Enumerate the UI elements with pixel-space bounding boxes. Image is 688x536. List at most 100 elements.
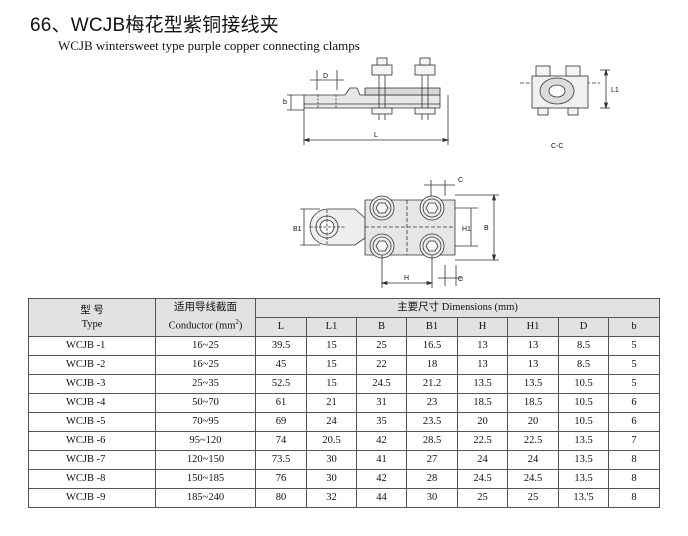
- side-view: [287, 57, 450, 145]
- cell-conductor: 25~35: [155, 374, 256, 394]
- cell-dimension: 18.5: [507, 393, 559, 413]
- cell-dimension: 23.5: [406, 412, 458, 432]
- cell-dimension: 13.5: [457, 374, 508, 394]
- label-D: D: [323, 73, 328, 80]
- cell-dimension: 8: [608, 469, 660, 489]
- cell-dimension: 22.5: [507, 431, 559, 451]
- label-B: B: [484, 225, 489, 232]
- header-dim-b: B: [356, 317, 407, 337]
- page-title: 66、WCJB梅花型紫铜接线夹: [30, 15, 279, 36]
- page-subtitle: WCJB wintersweet type purple copper conn…: [58, 38, 360, 53]
- cell-dimension: 76: [255, 469, 307, 489]
- cell-dimension: 8.5: [558, 355, 609, 375]
- cell-model: WCJB -2: [28, 355, 156, 375]
- label-H: H: [404, 275, 409, 282]
- cell-dimension: 6: [608, 412, 660, 432]
- cell-dimension: 15: [306, 355, 357, 375]
- cell-dimension: 13.'5: [558, 488, 609, 508]
- label-L: L: [374, 132, 378, 139]
- cell-dimension: 25: [507, 488, 559, 508]
- cell-dimension: 52.5: [255, 374, 307, 394]
- cell-dimension: 27: [406, 450, 458, 470]
- cell-dimension: 20: [457, 412, 508, 432]
- header-dim-b1: B1: [406, 317, 458, 337]
- label-C-bottom: C: [458, 276, 463, 283]
- cell-dimension: 7: [608, 431, 660, 451]
- cell-conductor: 16~25: [155, 355, 256, 375]
- header-dim-l1: L1: [306, 317, 357, 337]
- cell-dimension: 8.5: [558, 336, 609, 356]
- cell-model: WCJB -8: [28, 469, 156, 489]
- cell-dimension: 10.5: [558, 412, 609, 432]
- cell-dimension: 18: [406, 355, 458, 375]
- cell-dimension: 20: [507, 412, 559, 432]
- cell-dimension: 13.5: [507, 374, 559, 394]
- cell-dimension: 24: [306, 412, 357, 432]
- section-view: [520, 65, 610, 116]
- cell-dimension: 13.5: [558, 450, 609, 470]
- cell-dimension: 30: [306, 469, 357, 489]
- cell-dimension: 31: [356, 393, 407, 413]
- cell-conductor: 70~95: [155, 412, 256, 432]
- cell-dimension: 73.5: [255, 450, 307, 470]
- cell-dimension: 30: [306, 450, 357, 470]
- cell-dimension: 13: [507, 336, 559, 356]
- label-C-top: C: [458, 177, 463, 184]
- cell-dimension: 24.5: [356, 374, 407, 394]
- header-dim-l: L: [255, 317, 307, 337]
- cell-dimension: 39.5: [255, 336, 307, 356]
- cell-conductor: 185~240: [155, 488, 256, 508]
- cell-dimension: 20.5: [306, 431, 357, 451]
- cell-dimension: 42: [356, 431, 407, 451]
- cell-conductor: 50~70: [155, 393, 256, 413]
- cell-dimension: 13: [457, 355, 508, 375]
- cell-dimension: 13.5: [558, 469, 609, 489]
- label-c-c: C-C: [551, 143, 563, 150]
- cell-dimension: 61: [255, 393, 307, 413]
- cell-dimension: 8: [608, 488, 660, 508]
- cell-dimension: 23: [406, 393, 458, 413]
- cell-dimension: 5: [608, 336, 660, 356]
- cell-dimension: 22: [356, 355, 407, 375]
- cell-dimension: 16.5: [406, 336, 458, 356]
- header-dim-d: D: [558, 317, 609, 337]
- cell-model: WCJB -5: [28, 412, 156, 432]
- cell-dimension: 10.5: [558, 393, 609, 413]
- label-L1: L1: [611, 87, 619, 94]
- header-dim-h: H: [457, 317, 508, 337]
- cell-model: WCJB -9: [28, 488, 156, 508]
- cell-dimension: 41: [356, 450, 407, 470]
- cell-dimension: 25: [356, 336, 407, 356]
- header-dim-b: b: [608, 317, 660, 337]
- cell-dimension: 24.5: [507, 469, 559, 489]
- cell-dimension: 69: [255, 412, 307, 432]
- cell-dimension: 32: [306, 488, 357, 508]
- cell-dimension: 24.5: [457, 469, 508, 489]
- cell-dimension: 15: [306, 336, 357, 356]
- cell-model: WCJB -7: [28, 450, 156, 470]
- label-b: b: [283, 99, 287, 106]
- cell-dimension: 21.2: [406, 374, 458, 394]
- cell-model: WCJB -4: [28, 393, 156, 413]
- cell-conductor: 150~185: [155, 469, 256, 489]
- cell-dimension: 30: [406, 488, 458, 508]
- cell-model: WCJB -3: [28, 374, 156, 394]
- spec-table: 型 号 Type 适用导线截面 Conductor (mm2) 主要尺寸 Dim…: [28, 298, 660, 508]
- technical-drawing: D b L L1 C-C: [283, 57, 619, 288]
- cell-dimension: 24: [507, 450, 559, 470]
- header-conductor: 适用导线截面 Conductor (mm2): [155, 298, 256, 337]
- cell-model: WCJB -1: [28, 336, 156, 356]
- header-type: 型 号 Type: [28, 298, 156, 337]
- cell-dimension: 5: [608, 374, 660, 394]
- cell-dimension: 35: [356, 412, 407, 432]
- cell-dimension: 42: [356, 469, 407, 489]
- label-B1: B1: [293, 226, 302, 233]
- header-dim-h1: H1: [507, 317, 559, 337]
- cell-dimension: 28.5: [406, 431, 458, 451]
